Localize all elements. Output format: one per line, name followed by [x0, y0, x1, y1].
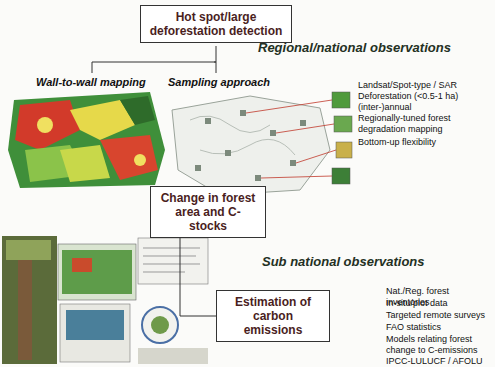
- list-item: In-situ/plot data: [386, 298, 493, 309]
- sampling-map: [172, 92, 352, 195]
- list-item: Landsat/Spot-type / SAR: [358, 80, 492, 91]
- list-item: Targeted remote surveys: [386, 310, 493, 321]
- list-item: Bottom-up flexibility: [358, 137, 492, 148]
- process-box: Change in forest area and C-stocks: [150, 186, 266, 238]
- process-box: Hot spot/large deforestation detection: [140, 5, 292, 43]
- section-heading: Sub national observations: [262, 254, 425, 269]
- wall-to-wall-map: [8, 92, 165, 188]
- photo-collage: [2, 236, 208, 364]
- section-heading: Sampling approach: [168, 76, 270, 88]
- list-item: Models relating forest change to C-emiss…: [386, 334, 493, 355]
- process-box: Estimation of carbon emissions: [216, 290, 330, 342]
- box-text: Change in forest area and C-stocks: [157, 191, 259, 233]
- box-text: Estimation of carbon emissions: [223, 295, 323, 337]
- box-text: Hot spot/large deforestation detection: [147, 10, 285, 38]
- split-bracket: [92, 46, 216, 73]
- list-item: Deforestation (<0.5-1 ha): [358, 91, 492, 102]
- section-heading: Wall-to-wall mapping: [36, 76, 146, 88]
- connector: [180, 238, 216, 316]
- list-item: IPCC-LULUCF / AFOLU: [386, 356, 493, 367]
- list-item: (inter-)annual: [358, 102, 492, 113]
- list-item: FAO statistics: [386, 322, 493, 333]
- list-item: Regionally-tuned forest degradation mapp…: [358, 113, 468, 134]
- section-heading: Regional/national observations: [258, 40, 451, 55]
